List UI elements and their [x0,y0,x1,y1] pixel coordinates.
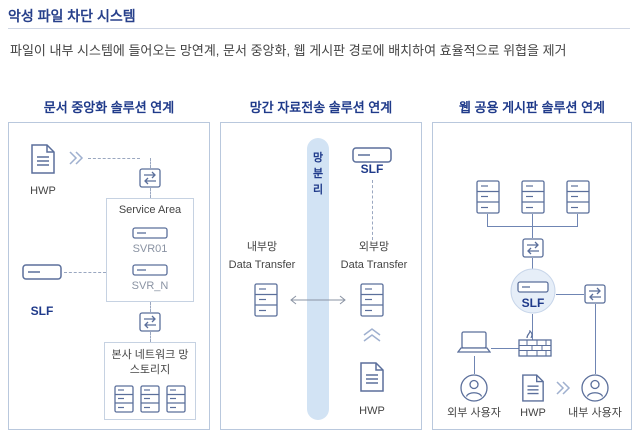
section-title-document-centralization: 문서 중앙화 솔루션 연계 [43,100,175,115]
slf-label: SLF [360,162,384,176]
section-title-web-board: 웹 공용 게시판 솔루션 연계 [458,100,605,115]
transfer-arrows-icon [139,312,161,332]
connector-line [532,258,533,278]
connector-line [532,314,533,340]
flow-line [150,332,151,342]
slf-label: SLF [521,296,545,310]
external-network-label: 외부망 [358,241,390,253]
transfer-arrows-icon [522,238,544,258]
service-area-box [106,198,194,302]
transfer-arrows-icon [139,168,161,188]
user-icon [581,374,609,402]
storage-rack-icon [166,385,186,413]
server-rack-icon [254,283,278,317]
internal-transfer-label: Data Transfer [228,259,296,271]
connector-line [487,226,578,227]
external-transfer-label: Data Transfer [340,259,408,271]
flow-line [150,302,151,312]
external-user-label: 외부 사용자 [447,407,501,419]
bidirectional-arrow-icon [288,294,348,306]
user-icon [460,374,488,402]
internal-network-label: 내부망 [246,241,278,253]
storage-rack-icon [140,385,160,413]
server-icon [132,264,168,276]
document-icon [359,362,385,392]
connector-line [474,356,475,374]
server-rack-icon [566,180,590,214]
connector-line [595,304,596,374]
flow-line [150,158,151,168]
slf-label: SLF [30,304,54,318]
connector-line [491,348,520,349]
server-rack-icon [476,180,500,214]
slf-appliance-icon [22,264,62,280]
flow-line [150,188,151,198]
hwp-label: HWP [359,405,385,417]
server-rack-icon [360,283,384,317]
transfer-arrows-icon [584,284,606,304]
internal-user-label: 내부 사용자 [568,407,622,419]
server-rack-icon [521,180,545,214]
double-chevron-up-icon [362,326,382,344]
laptop-icon [457,330,491,356]
connector-line [487,214,488,226]
storage-rack-icon [114,385,134,413]
slf-appliance-icon [352,147,392,163]
double-chevron-right-icon [68,150,86,166]
service-area-label: Service Area [118,204,182,216]
firewall-icon [518,330,552,358]
flow-line [64,272,106,273]
document-icon [30,144,56,174]
server-label: SVR_N [131,280,169,292]
section-title-network-transfer: 망간 자료전송 솔루션 연계 [249,100,393,115]
double-chevron-right-icon [555,380,573,396]
hwp-label: HWP [520,407,546,419]
network-separation-label: 망 분 리 [312,152,324,196]
storage-label: 본사 네트워크 망 [111,349,189,361]
server-icon [132,227,168,239]
document-icon [521,374,545,402]
title-divider [8,28,630,29]
flow-line [88,158,140,159]
network-separation-bar [307,138,329,420]
flow-line [372,180,373,240]
slf-appliance-icon [510,268,556,314]
page-title: 악성 파일 차단 시스템 [8,8,136,24]
connector-line [556,294,584,295]
page-description: 파일이 내부 시스템에 들어오는 망연계, 문서 중앙화, 웹 게시판 경로에 … [10,43,567,58]
storage-label: 스토리지 [129,364,171,376]
server-label: SVR01 [132,243,168,255]
hwp-label: HWP [30,185,56,197]
connector-line [577,214,578,226]
